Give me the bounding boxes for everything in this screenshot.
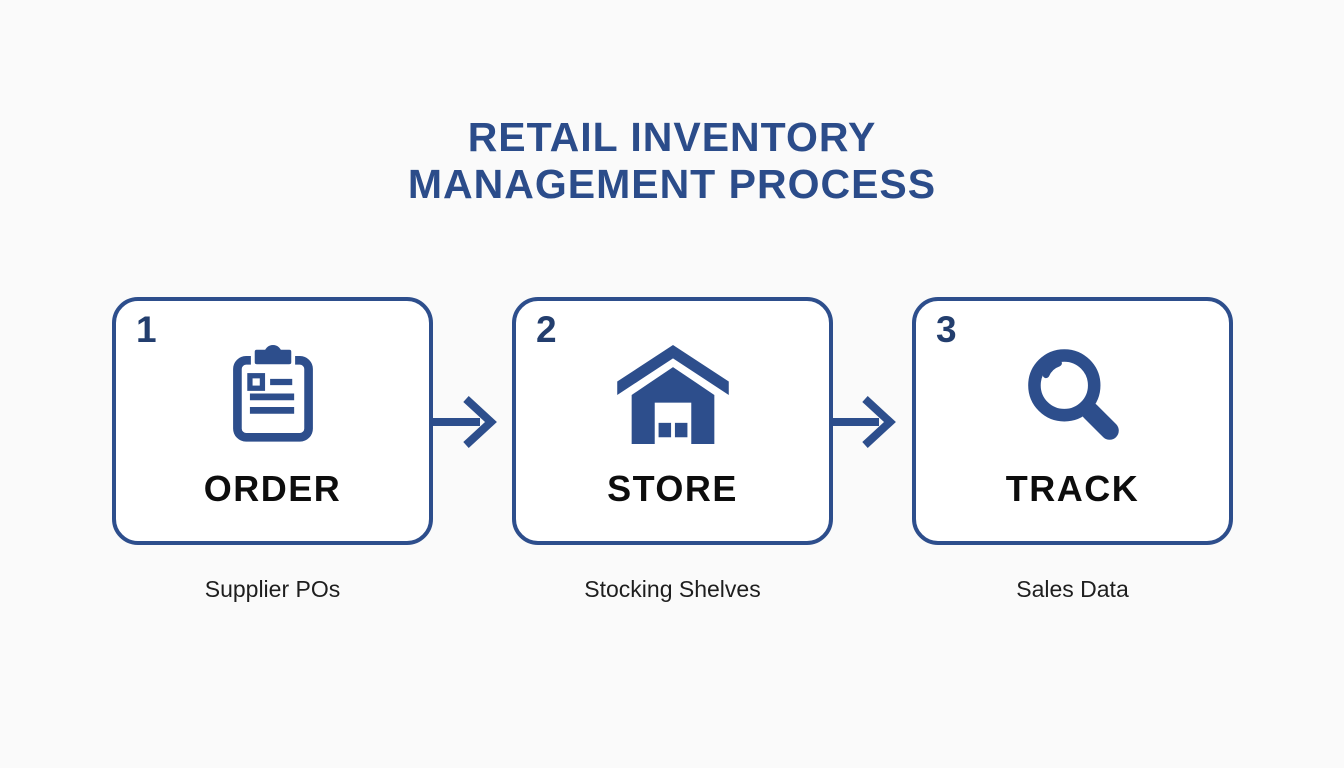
warehouse-icon bbox=[616, 344, 729, 444]
step-number: 3 bbox=[936, 309, 957, 350]
page-title: RETAIL INVENTORY MANAGEMENT PROCESS bbox=[0, 114, 1344, 208]
step-label: STORE bbox=[607, 468, 738, 509]
arrow-right-icon bbox=[431, 396, 497, 448]
title-line-1: RETAIL INVENTORY bbox=[467, 114, 877, 160]
step-card-track: 3 TRACK bbox=[912, 297, 1233, 545]
arrow-right-icon bbox=[830, 396, 896, 448]
step-label: TRACK bbox=[1005, 468, 1140, 509]
step-label: ORDER bbox=[203, 468, 342, 509]
title-line-2: MANAGEMENT PROCESS bbox=[407, 161, 937, 207]
magnifier-icon bbox=[1027, 349, 1119, 440]
step-caption-order: Supplier POs bbox=[204, 576, 341, 602]
step-caption-store: Stocking Shelves bbox=[584, 576, 761, 602]
step-icon-wrap bbox=[229, 343, 317, 445]
step-number: 1 bbox=[136, 309, 157, 350]
step-icon-wrap bbox=[615, 343, 731, 445]
step-caption-track: Sales Data bbox=[1016, 576, 1129, 602]
clipboard-icon bbox=[232, 344, 313, 442]
step-card-store: 2 STORE bbox=[512, 297, 833, 545]
step-icon-wrap bbox=[1020, 343, 1126, 445]
step-card-order: 1 ORDER bbox=[112, 297, 433, 545]
step-number: 2 bbox=[536, 309, 557, 350]
steps-row: 1 ORDER 2 bbox=[112, 297, 1233, 545]
